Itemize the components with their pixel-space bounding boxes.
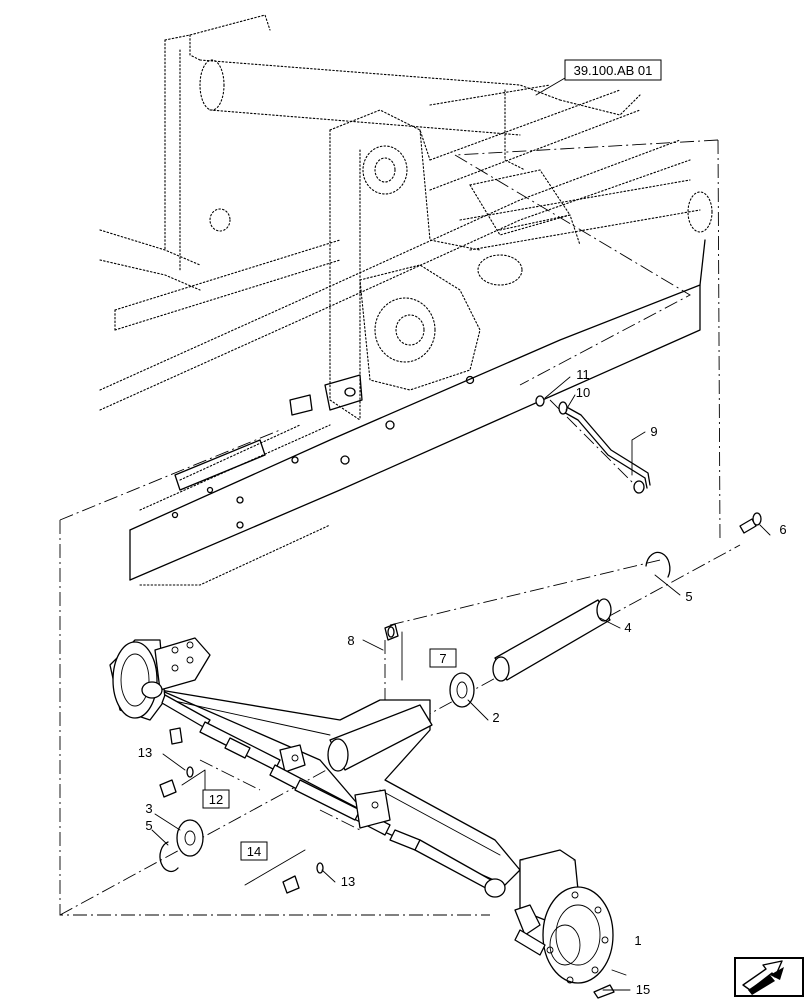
callout-3: 3 bbox=[145, 801, 152, 816]
callout-7-box bbox=[429, 648, 457, 668]
callout-10: 10 bbox=[576, 385, 590, 400]
snap-ring-left bbox=[159, 841, 179, 873]
callout-12-box bbox=[202, 789, 230, 809]
callout-6: 6 bbox=[779, 522, 786, 537]
grease-line bbox=[535, 395, 651, 494]
thrust-washer bbox=[449, 672, 475, 708]
bolt-15 bbox=[593, 984, 615, 999]
callout-14: 14 bbox=[247, 844, 261, 859]
leader-lines bbox=[151, 77, 771, 991]
grease-fitting-8 bbox=[384, 623, 399, 641]
callout-15: 15 bbox=[636, 982, 650, 997]
callout-12: 12 bbox=[209, 792, 223, 807]
snap-ring-right bbox=[645, 551, 671, 578]
chassis-frame bbox=[99, 14, 713, 586]
callout-14-box bbox=[240, 841, 268, 861]
callout-4: 4 bbox=[624, 620, 631, 635]
callout-5-right: 5 bbox=[685, 589, 692, 604]
next-page-arrow-icon[interactable] bbox=[734, 957, 804, 997]
callout-13-upper: 13 bbox=[138, 745, 152, 760]
callout-9: 9 bbox=[650, 424, 657, 439]
callout-13-lower: 13 bbox=[341, 874, 355, 889]
callout-2: 2 bbox=[492, 710, 499, 725]
bolt-6 bbox=[739, 512, 762, 534]
grease-fitting-12 bbox=[159, 766, 194, 798]
callout-5-left: 5 bbox=[145, 818, 152, 833]
callout-labels: 39.100.AB 01 1 2 3 4 5 5 6 7 8 9 10 11 1… bbox=[138, 59, 787, 997]
callout-8: 8 bbox=[347, 633, 354, 648]
reference-label[interactable]: 39.100.AB 01 bbox=[574, 63, 653, 78]
steer-axle-assembly bbox=[109, 637, 614, 984]
reference-box[interactable] bbox=[564, 59, 662, 81]
callout-7: 7 bbox=[439, 651, 446, 666]
pivot-pin bbox=[492, 598, 612, 682]
washer-3 bbox=[176, 819, 204, 857]
callout-1: 1 bbox=[634, 933, 641, 948]
grease-fitting-14 bbox=[282, 862, 324, 894]
callout-11: 11 bbox=[576, 367, 590, 382]
